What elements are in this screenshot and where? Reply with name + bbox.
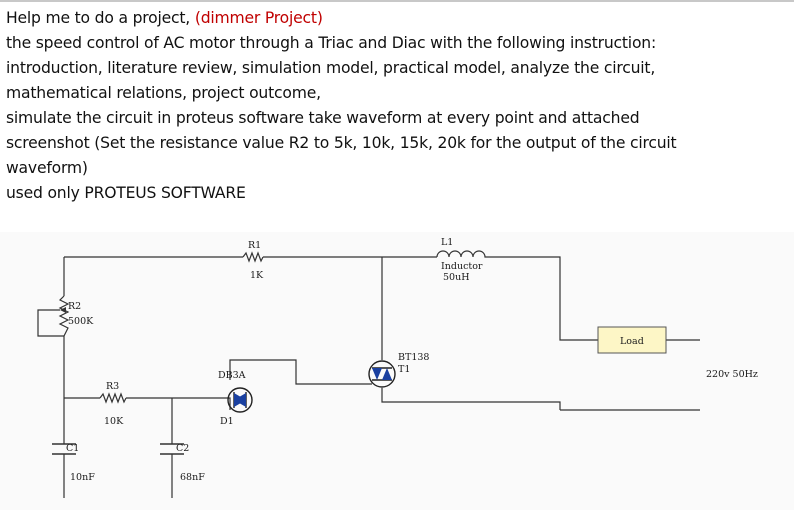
question-line-5: simulate the circuit in proteus software… [6, 109, 640, 127]
c1-capacitor: C1 10nF [52, 443, 95, 483]
circuit-diagram: R1 1K L1 Inductor 50uH R2 500K Load [0, 232, 794, 510]
question-line-1: Help me to do a project, (dimmer Project… [6, 6, 786, 31]
r3-value: 10K [104, 416, 124, 427]
c1-value: 10nF [70, 472, 95, 483]
source-label: 220v 50Hz [706, 369, 758, 380]
question-text: Help me to do a project, (dimmer Project… [6, 6, 786, 206]
question-line-3: introduction, literature review, simulat… [6, 59, 656, 77]
question-line-8: used only PROTEUS SOFTWARE [6, 184, 246, 202]
load-block: Load [597, 326, 667, 354]
r1-value: 1K [250, 270, 264, 281]
r3-resistor: R3 10K [99, 381, 127, 427]
r2-ref: R2 [68, 301, 81, 312]
top-divider [0, 0, 794, 2]
triac-bt138: BT138 T1 [368, 352, 429, 388]
r2-value: 500K [68, 316, 94, 327]
question-line-7: waveform) [6, 159, 88, 177]
c2-capacitor: C2 68nF [160, 443, 205, 483]
l1-value: 50uH [443, 272, 470, 283]
project-title-highlight: (dimmer Project) [194, 9, 323, 27]
wires [37, 256, 700, 498]
circuit-schematic: R1 1K L1 Inductor 50uH R2 500K Load [37, 237, 758, 498]
question-line-2: the speed control of AC motor through a … [6, 34, 657, 52]
c1-ref: C1 [66, 443, 79, 454]
r3-ref: R3 [106, 381, 119, 392]
c2-value: 68nF [180, 472, 205, 483]
r2-wiper-arrow-icon [60, 307, 66, 313]
triac-part: BT138 [398, 352, 429, 363]
question-line-4: mathematical relations, project outcome, [6, 84, 321, 102]
triac-ref: T1 [398, 364, 410, 375]
load-label: Load [620, 336, 644, 347]
l1-type: Inductor [441, 261, 483, 272]
question-line-6: screenshot (Set the resistance value R2 … [6, 134, 677, 152]
l1-inductor: L1 Inductor 50uH [436, 237, 488, 283]
diac-db3a: DB3A D1 [218, 370, 253, 427]
c2-ref: C2 [176, 443, 189, 454]
diac-ref: D1 [220, 416, 234, 427]
question-line-1-text: Help me to do a project, [6, 9, 195, 27]
r1-ref: R1 [248, 240, 261, 251]
r1-resistor: R1 1K [242, 240, 264, 281]
l1-ref: L1 [441, 237, 453, 248]
diac-part: DB3A [218, 370, 246, 381]
r2-potentiometer: R2 500K [58, 295, 94, 337]
